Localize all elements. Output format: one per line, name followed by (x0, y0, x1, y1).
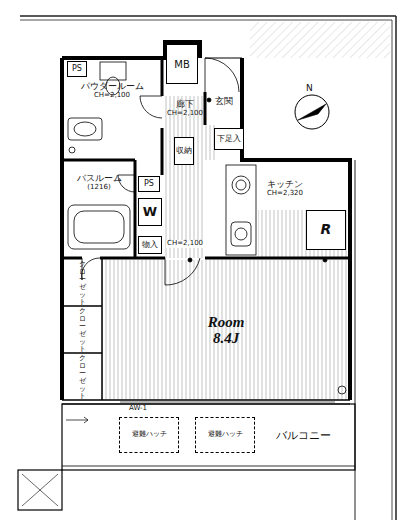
room-area: 廊下CH=2,100 収納 (164, 98, 206, 218)
closet-box: W (138, 198, 162, 226)
room-name: R (321, 222, 332, 237)
room-area: パウダールームCH=2,100 PS (64, 60, 160, 158)
room-name: バルコニー (276, 430, 331, 442)
room-area: バスルーム(1216) (64, 162, 134, 204)
escape-hatch: 避難ハッチ (195, 417, 255, 453)
room-name: クローゼット (79, 355, 86, 401)
ceiling-height: CH=2,100 (166, 240, 204, 248)
room-name: 収納 (176, 147, 192, 156)
building-frame (20, 16, 396, 520)
ceiling-height: 8.4J (213, 330, 239, 347)
closet-box: クローゼット (64, 354, 100, 402)
floor-hatch (102, 96, 350, 400)
room-name: 下足入 (217, 135, 241, 144)
closet-box: クローゼット (64, 307, 100, 355)
storage-box: 収納 (174, 137, 194, 165)
shoe-cabinet: 下足入 (214, 128, 244, 150)
fridge-space: R (306, 210, 346, 250)
room-name: W (143, 205, 157, 219)
room-area: キッチンCH=2,320 (258, 174, 312, 204)
room-name: 玄関 (215, 97, 233, 107)
room-name: Room (208, 314, 245, 331)
door-swings (82, 58, 239, 285)
ceiling-height: CH=2,100 (94, 92, 130, 100)
room-name: 避難ハッチ (208, 431, 243, 439)
meter-box: MB (166, 44, 198, 84)
room-area: Room8.4J (104, 262, 348, 398)
room-name: クローゼット (79, 308, 86, 354)
room-area: 玄関 (207, 94, 241, 110)
pipe-shaft: PS (138, 176, 160, 192)
window-tag: AW-1 (128, 405, 148, 413)
room-name: バスルーム (77, 174, 122, 184)
ceiling-height: CH=2,320 (267, 190, 303, 198)
room-name: 廊下 (176, 100, 194, 110)
storage-box: 物入 (138, 236, 162, 254)
balcony-area: バルコニー 避難ハッチ 避難ハッチ (64, 406, 353, 466)
room-name: PS (72, 65, 82, 74)
room-name: クローゼット (79, 261, 86, 307)
room-name: パウダールーム (81, 82, 144, 92)
escape-hatch: 避難ハッチ (119, 417, 179, 453)
balcony-outline (18, 404, 355, 510)
room-name: 避難ハッチ (132, 431, 167, 439)
ceiling-height: CH=2,100 (167, 110, 203, 118)
room-name: PS (144, 180, 154, 189)
walls (62, 42, 350, 400)
window-sash (62, 400, 350, 404)
room-name: MB (174, 59, 190, 70)
ceiling-height: (1216) (87, 184, 110, 192)
room-name: 物入 (142, 241, 158, 250)
room-name: キッチン (267, 180, 303, 190)
compass-north: N (305, 84, 314, 94)
pipe-shaft: PS (67, 61, 87, 77)
closet-box: クローゼット (64, 260, 100, 308)
compass (295, 95, 329, 129)
fixtures (68, 58, 346, 394)
